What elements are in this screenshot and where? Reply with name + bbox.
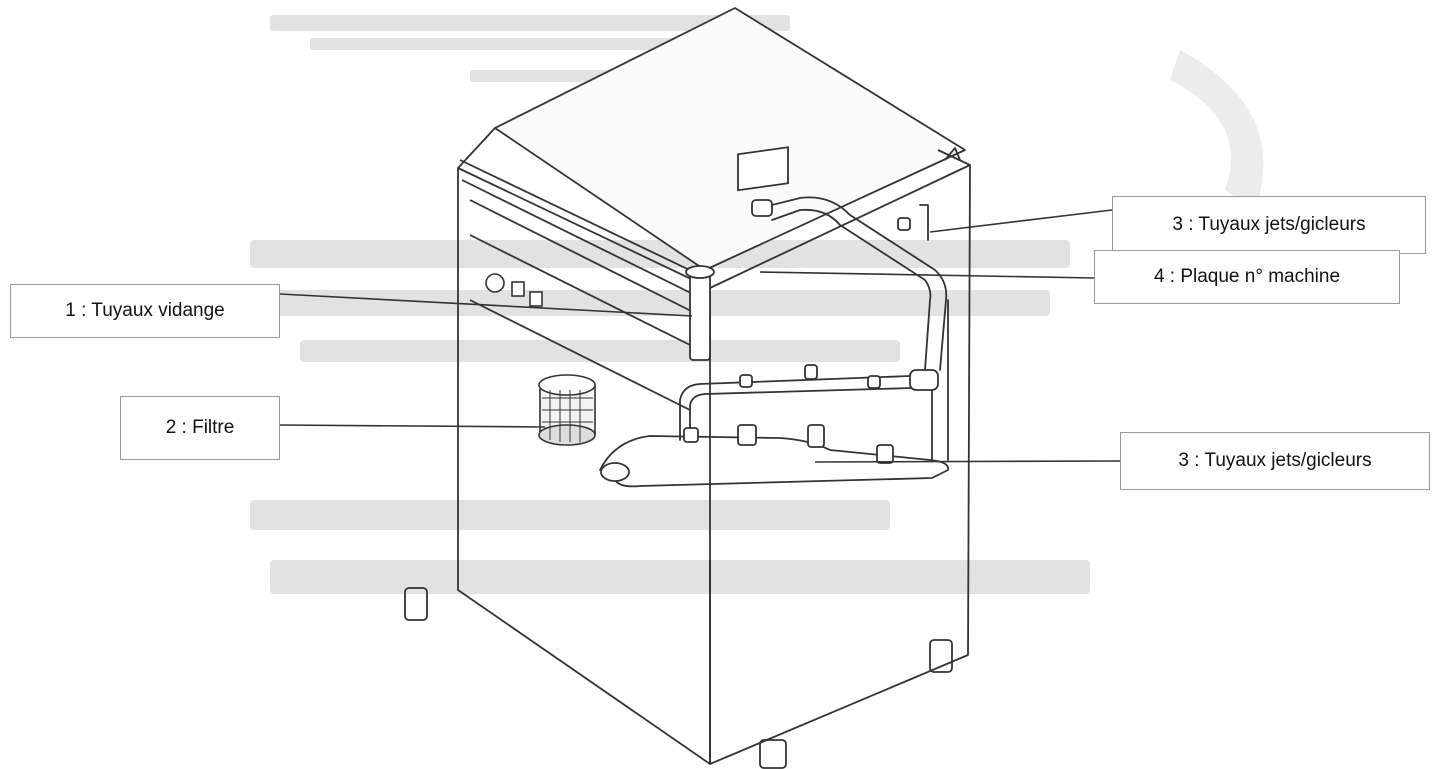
callout-machine-plate-text: 4 : Plaque n° machine <box>1153 266 1341 287</box>
drain-pipe-illustration <box>685 265 715 361</box>
foot-right <box>929 639 953 673</box>
machine-plate-illustration <box>737 146 789 192</box>
control-strip <box>469 234 691 346</box>
callout-filter: 2 : Filtre <box>120 396 280 460</box>
background-bleed-text <box>250 15 1090 594</box>
machine-side-panel <box>709 164 971 765</box>
callout-spray-pipes-bottom: 3 : Tuyaux jets/gicleurs <box>1120 432 1430 490</box>
machine-lid <box>494 7 966 271</box>
callout-drain-pipes: 1 : Tuyaux vidange <box>10 284 280 338</box>
leader-line-2 <box>279 424 546 428</box>
callout-drain-pipes-text: 1 : Tuyaux vidange <box>65 300 225 321</box>
callout-spray-pipes-top: 3 : Tuyaux jets/gicleurs <box>1112 196 1426 254</box>
callout-machine-plate: 4 : Plaque n° machine <box>1094 250 1400 304</box>
callout-filter-text: 2 : Filtre <box>165 417 235 438</box>
callout-spray-pipes-top-text: 3 : Tuyaux jets/gicleurs <box>1172 214 1366 235</box>
filter-illustration <box>538 374 596 446</box>
watermark-arc <box>1170 50 1264 210</box>
leader-line-3b <box>814 460 1121 463</box>
leader-line-3a <box>929 209 1113 233</box>
leader-line-4 <box>759 271 1095 279</box>
callout-spray-pipes-bottom-text: 3 : Tuyaux jets/gicleurs <box>1178 450 1372 471</box>
foot-left <box>404 587 428 621</box>
leader-line-1 <box>279 293 693 317</box>
machine-body <box>404 7 971 769</box>
control-buttons <box>485 273 543 307</box>
foot-front <box>759 739 787 769</box>
spray-pipes-illustration <box>599 196 950 488</box>
leader-lines <box>279 209 1121 463</box>
